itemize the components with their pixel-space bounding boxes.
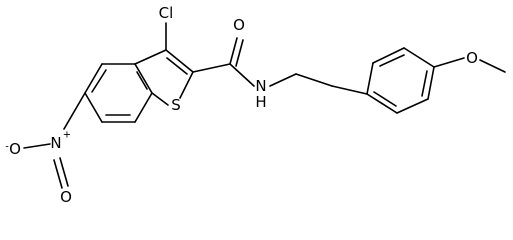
sulfur-label: S xyxy=(171,96,181,114)
bond-c2-s1 xyxy=(179,71,194,99)
bond-carbonyl-o-2 xyxy=(235,39,244,67)
bond-c3-c2-inner xyxy=(166,57,188,75)
bond-ar5-ar6 xyxy=(396,98,429,114)
atom-labels: Cl S O N H N + O - O O xyxy=(5,4,478,206)
bond-c3a-c7a xyxy=(134,63,153,94)
bond-ar4-ar5 xyxy=(427,66,435,100)
bond-ch2b-ring xyxy=(331,85,368,95)
methoxy-oxygen-label: O xyxy=(466,49,478,67)
bond-ar3-ar4 xyxy=(403,47,435,68)
bond-nitro-n-o-top xyxy=(23,143,51,149)
bond-c6-c5 xyxy=(84,92,103,123)
bonds xyxy=(23,22,506,189)
nitro-nitrogen-label: N xyxy=(50,134,61,152)
molecule-structure-diagram: Cl S O N H N + O - O O xyxy=(5,4,506,206)
nitro-plus-charge: + xyxy=(63,130,71,141)
bond-nitro-n-o-bottom-2 xyxy=(59,157,69,187)
bond-c3-c2 xyxy=(165,49,194,73)
bond-c5-c4 xyxy=(84,63,103,94)
bond-c2-carbonyl xyxy=(192,63,231,73)
amide-oxygen-label: O xyxy=(233,16,245,34)
bond-ar4-ar5-inner xyxy=(421,70,428,97)
amide-nitrogen-label: N xyxy=(255,77,266,95)
bond-ar2-ar3-inner xyxy=(379,54,405,67)
bond-c5-c4-inner xyxy=(91,69,107,93)
bond-n-ch2a xyxy=(269,73,297,87)
nitro-oxygen-bottom-label: O xyxy=(60,188,72,206)
nitro-oxygen-top-label: O xyxy=(9,140,21,158)
bond-ar6-ar1 xyxy=(366,93,398,114)
bond-c3a-c7a-inner xyxy=(136,71,148,90)
bond-s1-c7a xyxy=(151,92,169,106)
bond-ar1-ar2 xyxy=(366,62,374,95)
bond-ar4-o xyxy=(433,57,465,68)
bond-o-ch3 xyxy=(479,59,506,73)
chlorine-label: Cl xyxy=(159,4,174,22)
bond-nitro-n-o-bottom-1 xyxy=(53,159,63,189)
bond-ar6-ar1-inner xyxy=(373,91,397,107)
bond-c7a-c7 xyxy=(134,92,153,123)
bond-c3a-c3 xyxy=(134,49,167,65)
nitro-minus-charge: - xyxy=(5,142,9,153)
bond-ch2a-ch2b xyxy=(295,73,333,87)
bond-carbonyl-o-1 xyxy=(229,37,238,65)
bond-carbonyl-n xyxy=(229,63,255,87)
bond-c6-nitro-n xyxy=(63,92,86,130)
amide-hydrogen-label: H xyxy=(255,93,266,111)
bond-ar2-ar3 xyxy=(372,47,405,64)
